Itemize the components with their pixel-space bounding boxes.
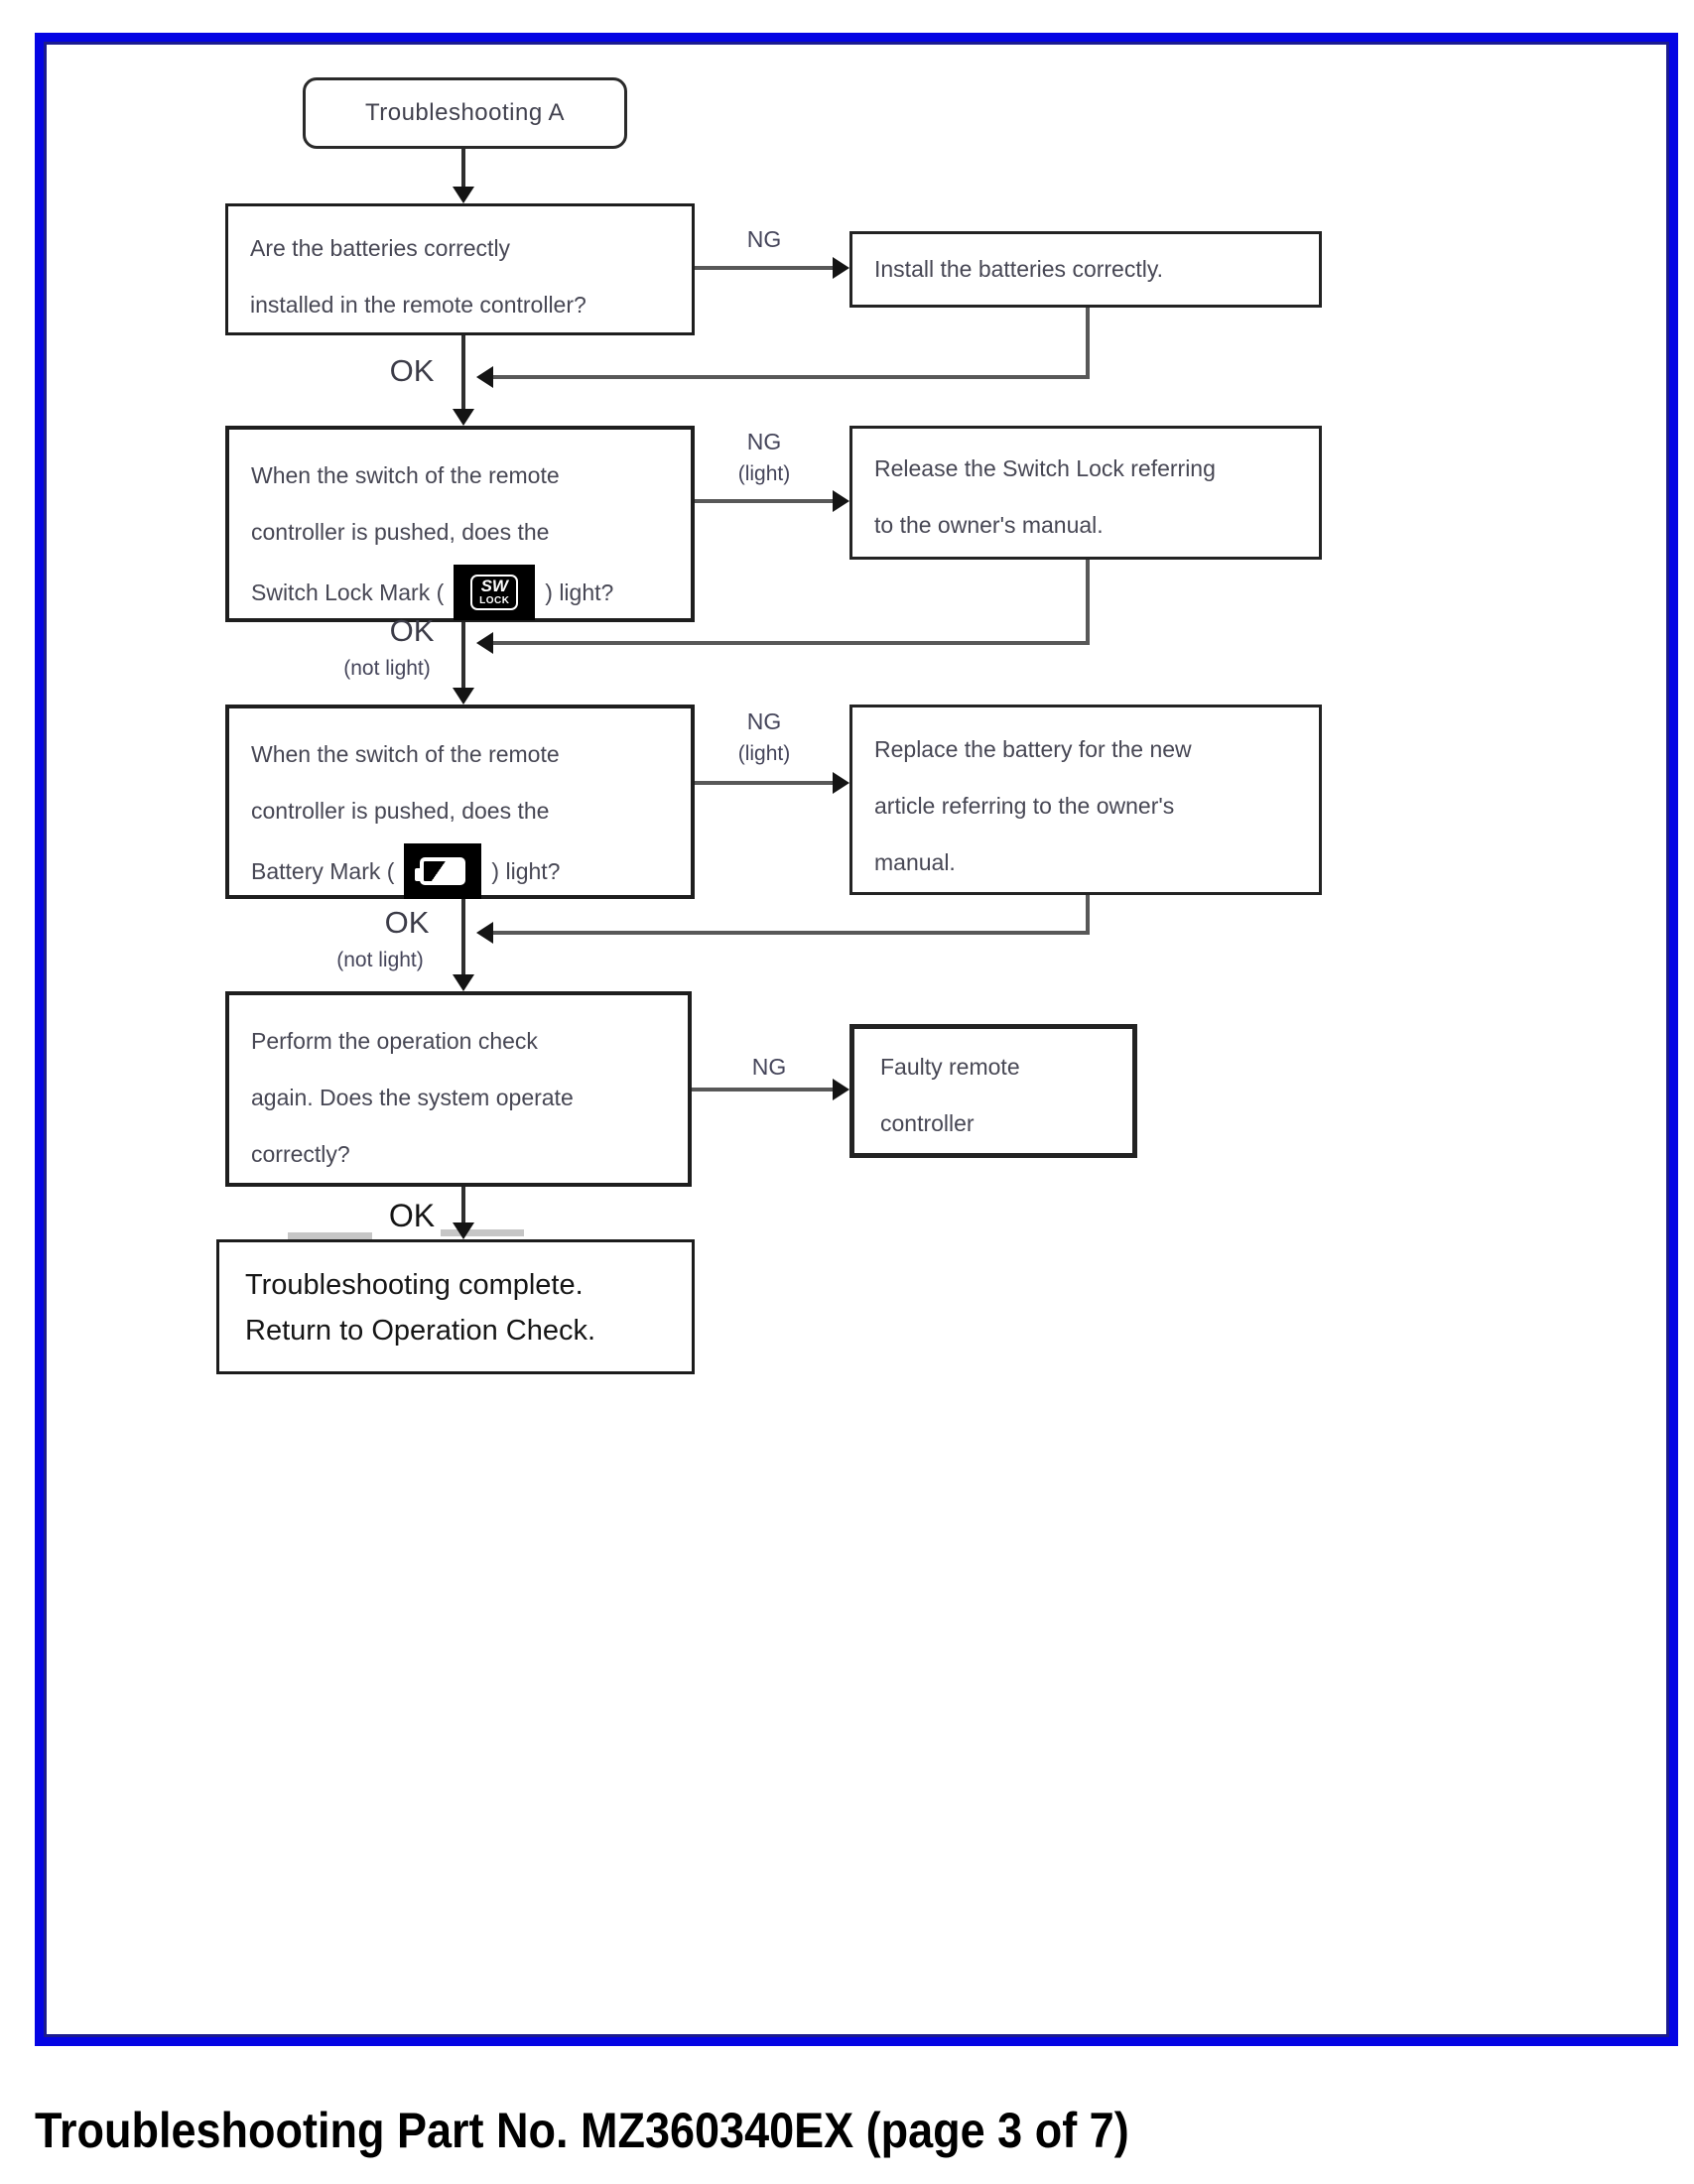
action-replace-battery: Replace the battery for the new article … — [849, 705, 1322, 895]
arrow-left-icon — [476, 922, 493, 944]
flow-line — [692, 1088, 834, 1092]
ok-label: OK — [389, 353, 435, 388]
flow-line — [1086, 308, 1090, 377]
scan-artifact — [441, 1229, 524, 1236]
question-text-line: Are the batteries correctly — [250, 235, 511, 261]
action-text-line: Release the Switch Lock referring — [874, 455, 1216, 481]
question-text-line: When the switch of the remote — [251, 462, 560, 488]
action-release-switch-lock: Release the Switch Lock referring to the… — [849, 426, 1322, 560]
arrow-right-icon — [833, 490, 849, 512]
ok-label: OK — [389, 613, 435, 648]
question-text-suffix: ) light? — [491, 857, 561, 884]
arrow-left-icon — [476, 366, 493, 388]
question-text-line: correctly? — [251, 1141, 350, 1167]
end-node-troubleshooting-complete: Troubleshooting complete. Return to Oper… — [216, 1239, 695, 1374]
question-text-line: Switch Lock Mark ( SW LOCK ) light? — [251, 561, 681, 624]
question-text-line: Perform the operation check — [251, 1028, 538, 1054]
flow-line — [493, 931, 1090, 935]
arrow-right-icon — [833, 1079, 849, 1100]
flow-line — [1086, 560, 1090, 643]
flow-line — [1086, 895, 1090, 933]
result-text-line: Faulty remote — [880, 1054, 1020, 1080]
flow-line — [695, 499, 834, 503]
question-text-line: installed in the remote controller? — [250, 292, 586, 318]
action-text-line: to the owner's manual. — [874, 512, 1104, 538]
flow-line — [461, 335, 465, 409]
arrow-down-icon — [453, 1222, 474, 1239]
question-operation-check: Perform the operation check again. Does … — [225, 991, 692, 1187]
flow-line — [493, 375, 1090, 379]
arrow-right-icon — [833, 257, 849, 279]
end-text-line: Return to Operation Check. — [245, 1315, 596, 1347]
arrow-right-icon — [833, 772, 849, 794]
flow-line — [695, 781, 834, 785]
flow-line — [695, 266, 834, 270]
flow-line — [461, 149, 465, 191]
flow-line — [493, 641, 1090, 645]
flow-line — [461, 899, 465, 974]
action-install-batteries: Install the batteries correctly. — [849, 231, 1322, 308]
result-faulty-remote-controller: Faulty remote controller — [849, 1024, 1137, 1158]
arrow-left-icon — [476, 632, 493, 654]
flow-line — [461, 1187, 465, 1224]
ok-not-light-label: (not light) — [336, 949, 424, 971]
flow-line — [461, 622, 465, 689]
question-text-line: When the switch of the remote — [251, 741, 560, 767]
question-text-line: controller is pushed, does the — [251, 519, 550, 545]
ng-label: NG — [746, 708, 782, 734]
ng-label: NG — [746, 429, 782, 454]
action-text-line: Install the batteries correctly. — [874, 256, 1164, 282]
ng-light-label: (light) — [737, 742, 791, 765]
battery-mark-icon — [404, 843, 482, 899]
question-text-line: controller is pushed, does the — [251, 798, 550, 824]
ok-label: OK — [384, 905, 430, 940]
flowchart-start-node: Troubleshooting A — [303, 77, 627, 149]
result-text-line: controller — [880, 1110, 975, 1136]
question-text-prefix: Switch Lock Mark ( — [251, 578, 445, 605]
ok-not-light-label: (not light) — [343, 657, 431, 680]
page-caption: Troubleshooting Part No. MZ360340EX (pag… — [35, 2103, 1129, 2158]
ok-label: OK — [388, 1198, 436, 1233]
ng-label: NG — [746, 226, 782, 252]
question-text-suffix: ) light? — [545, 578, 614, 605]
question-text-line: Battery Mark ( ) light? — [251, 839, 681, 903]
action-text-line: Replace the battery for the new — [874, 736, 1192, 762]
question-batteries-installed: Are the batteries correctly installed in… — [225, 203, 695, 335]
switch-lock-icon-text-top: SW — [480, 577, 508, 595]
scan-artifact — [288, 1232, 372, 1239]
question-text-line: again. Does the system operate — [251, 1085, 574, 1110]
arrow-down-icon — [453, 688, 474, 705]
start-label: Troubleshooting A — [364, 99, 566, 126]
question-switch-lock-mark: When the switch of the remote controller… — [225, 426, 695, 622]
switch-lock-mark-icon: SW LOCK — [454, 565, 536, 620]
end-text-line: Troubleshooting complete. — [245, 1269, 584, 1301]
question-battery-mark: When the switch of the remote controller… — [225, 705, 695, 899]
switch-lock-icon-text-bottom: LOCK — [479, 595, 510, 606]
action-text-line: article referring to the owner's — [874, 793, 1175, 819]
arrow-down-icon — [453, 974, 474, 991]
arrow-down-icon — [453, 187, 474, 203]
ng-label: NG — [751, 1054, 787, 1080]
action-text-line: manual. — [874, 849, 956, 875]
arrow-down-icon — [453, 409, 474, 426]
question-text-prefix: Battery Mark ( — [251, 857, 395, 884]
ng-light-label: (light) — [737, 462, 791, 485]
